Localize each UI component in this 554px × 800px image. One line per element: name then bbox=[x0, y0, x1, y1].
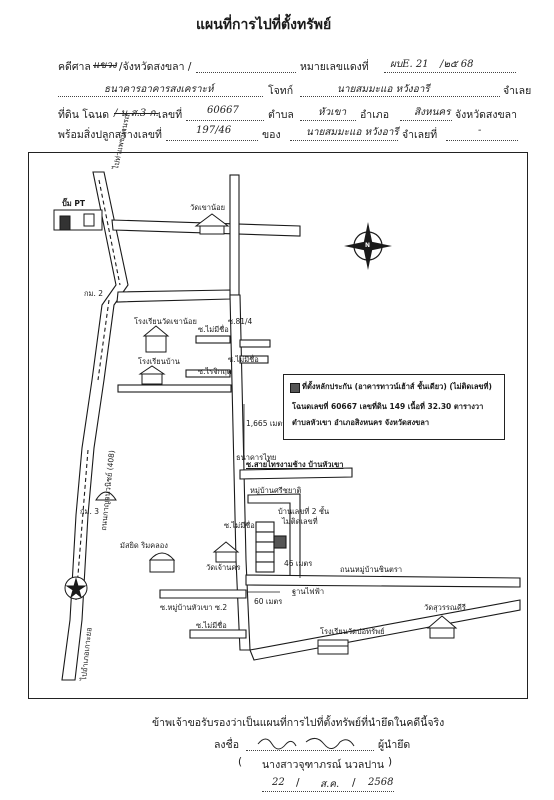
map-label-dist-46: 46 เมตร bbox=[284, 559, 313, 568]
date-day: 22 bbox=[272, 777, 285, 788]
legend-swatch bbox=[290, 383, 300, 393]
date-month: ส.ค. bbox=[320, 779, 340, 790]
province-value: จังหวัดสงขลา bbox=[455, 109, 517, 121]
tambon-value: หัวเขา bbox=[318, 107, 347, 118]
case-year: /๒๕ 68 bbox=[440, 59, 474, 70]
soi-right-1 bbox=[239, 339, 271, 348]
legend-line-1: ที่ตั้งหลักประกัน (อาคารทาวน์เฮ้าส์ ชั้น… bbox=[302, 382, 492, 391]
defendant-no-label: จำเลยที่ bbox=[402, 129, 438, 141]
school-bottom-icon bbox=[317, 639, 349, 655]
map-label-soi-4: ซ.ไม่มีชื่อ bbox=[196, 621, 227, 630]
signer-name: นางสาวจุฑาภรณ์ นวลปาน bbox=[262, 759, 385, 771]
amphoe-value: สิงหนคร bbox=[414, 107, 451, 118]
shell-logo bbox=[95, 491, 117, 501]
soi-right-2 bbox=[239, 355, 269, 364]
soi-school bbox=[117, 384, 232, 393]
signature bbox=[257, 738, 355, 750]
signer-close-paren: ) bbox=[388, 756, 393, 768]
map-legend: ที่ตั้งหลักประกัน (อาคารทาวน์เฮ้าส์ ชั้น… bbox=[283, 374, 505, 440]
highway-408 bbox=[61, 171, 129, 681]
date-sep-2: / bbox=[352, 777, 356, 789]
property-townhouses bbox=[255, 521, 275, 573]
plaintiff-name: ธนาคารอาคารสงเคราะห์ bbox=[104, 84, 214, 95]
case-number: ผบE. 21 bbox=[390, 59, 429, 70]
legend-line-3: ตำบลหัวเขา อำเภอสิงหนคร จังหวัดสงขลา bbox=[292, 418, 430, 427]
map-label-soi-ruchirat: ซ.ไรจิกฤต bbox=[198, 367, 232, 376]
defendant-name: นายสมมะแอ หวังอารี bbox=[337, 84, 430, 95]
map-label-village: หมู่บ้านศรีชยาติ bbox=[250, 486, 302, 495]
court-label: คดีศาล bbox=[58, 61, 91, 73]
deed-number: 60667 bbox=[207, 105, 239, 116]
road-lower-left bbox=[159, 589, 247, 599]
map-label-soi-saikrai: ซ.สายไทรงามช้าง บ้านหัวเขา bbox=[246, 460, 344, 469]
court-value-struck: แขวง bbox=[93, 60, 117, 71]
land-label: ที่ดิน โฉนด bbox=[58, 109, 110, 121]
map-label-north: N bbox=[365, 242, 371, 249]
map-label-soi-2: ซ.ไม่มีชื่อ bbox=[228, 355, 259, 364]
map-label-soi-1: ซ.ไม่มีชื่อ bbox=[198, 325, 229, 334]
road-temple-vertical bbox=[229, 174, 240, 296]
map-label-temple-mid: วัดเจ้านคร bbox=[206, 563, 241, 572]
amphoe-label: อำเภอ bbox=[360, 109, 390, 121]
signer-open-paren: ( bbox=[238, 756, 243, 768]
case-number-label: หมายเลขแดงที่ bbox=[300, 61, 369, 73]
map-label-km3: กม. 3 bbox=[80, 507, 100, 516]
soi-left-1 bbox=[195, 335, 231, 344]
building-label: พร้อมสิ่งปลูกสร้างเลขที่ bbox=[58, 129, 162, 141]
map-label-distance-1665: 1,665 เมตร bbox=[246, 419, 287, 428]
school-icon bbox=[138, 365, 166, 385]
map-label-no-house-no: ไม่ติดเลขที่ bbox=[282, 517, 318, 526]
page-title: แผนที่การไปที่ตั้งทรัพย์ bbox=[196, 17, 332, 33]
map-label-school-top: โรงเรียนวัดเขาน้อย bbox=[134, 317, 197, 326]
soi-saikrai bbox=[239, 467, 353, 480]
map-label-temple-top: วัดเขาน้อย bbox=[190, 203, 226, 212]
map-label-bank: ธนาคารไทย bbox=[236, 453, 277, 462]
map-label-temple-right: วัดสุวรรณคีรี bbox=[424, 603, 466, 612]
tambon-label: ตำบล bbox=[268, 109, 294, 121]
mosque-icon bbox=[148, 552, 176, 573]
collateral-marker bbox=[273, 535, 287, 549]
map-label-road-chintra: ถนนหมู่บ้านชินตรา bbox=[340, 565, 403, 574]
house-number: 197/46 bbox=[196, 125, 232, 136]
map-label-house-2: บ้านเลขที่ 2 ชั้น bbox=[278, 507, 330, 516]
sign-role: ผู้นำยึด bbox=[378, 739, 411, 751]
map-label-soi-hua-khao-2: ซ.หมู่บ้านหัวเขา ซ.2 bbox=[160, 603, 228, 612]
star-logo bbox=[64, 576, 88, 600]
sign-label: ลงชื่อ bbox=[214, 739, 239, 751]
pt-station-icon bbox=[53, 209, 103, 231]
date-year: 2568 bbox=[368, 777, 394, 788]
owner-label: ของ bbox=[262, 129, 281, 141]
temple-top-icon bbox=[194, 213, 230, 235]
map-label-mosque: มัสยิด ริมคลอง bbox=[120, 541, 168, 550]
map-label-km2: กม. 2 bbox=[84, 289, 104, 298]
map-label-school-ban: โรงเรียนบ้าน bbox=[138, 357, 180, 366]
certify-statement: ข้าพเจ้าขอรับรองว่าเป็นแผนที่การไปที่ตั้… bbox=[152, 717, 445, 729]
road-bottom-left bbox=[189, 629, 247, 639]
north-arrow bbox=[344, 222, 392, 270]
road-chintra bbox=[245, 574, 521, 588]
road-bottom-diagonal bbox=[249, 599, 521, 661]
temple-right-icon bbox=[426, 615, 458, 639]
land-type-struck: / น.ส.3 ก. bbox=[114, 108, 159, 119]
defendant-no: - bbox=[478, 125, 482, 136]
map-label-dist-60: 60 เมตร bbox=[254, 597, 283, 606]
soi-left-2 bbox=[185, 369, 231, 378]
legend-line-2: โฉนดเลขที่ 60667 เลขที่ดิน 149 เนื้อที่ … bbox=[292, 402, 484, 411]
road-to-soi81 bbox=[116, 289, 231, 303]
temple-mid-icon bbox=[212, 541, 240, 563]
date-sep-1: / bbox=[296, 777, 300, 789]
map-label-pt-station: ปั๊ม PT bbox=[62, 199, 85, 208]
plaintiff-label: โจทก์ bbox=[268, 85, 294, 97]
map-label-school-bottom: โรงเรียนวัดบ่อทรัพย์ bbox=[320, 627, 385, 636]
owner-name: นายสมมะแอ หวังอารี bbox=[306, 127, 399, 138]
map-label-soi-3: ซ.ไม่มีชื่อ bbox=[224, 521, 255, 530]
house-icon-soi81 bbox=[142, 325, 170, 353]
map-label-power-pole: ฐานไฟฟ้า bbox=[292, 587, 325, 596]
map-frame bbox=[28, 152, 528, 699]
defendant-label: จำเลย bbox=[503, 85, 532, 97]
map-label-soi-814: ซ.81/4 bbox=[228, 317, 253, 326]
court-value: /จังหวัดสงขลา / bbox=[119, 61, 192, 73]
deed-no-label: เลขที่ bbox=[158, 109, 183, 121]
